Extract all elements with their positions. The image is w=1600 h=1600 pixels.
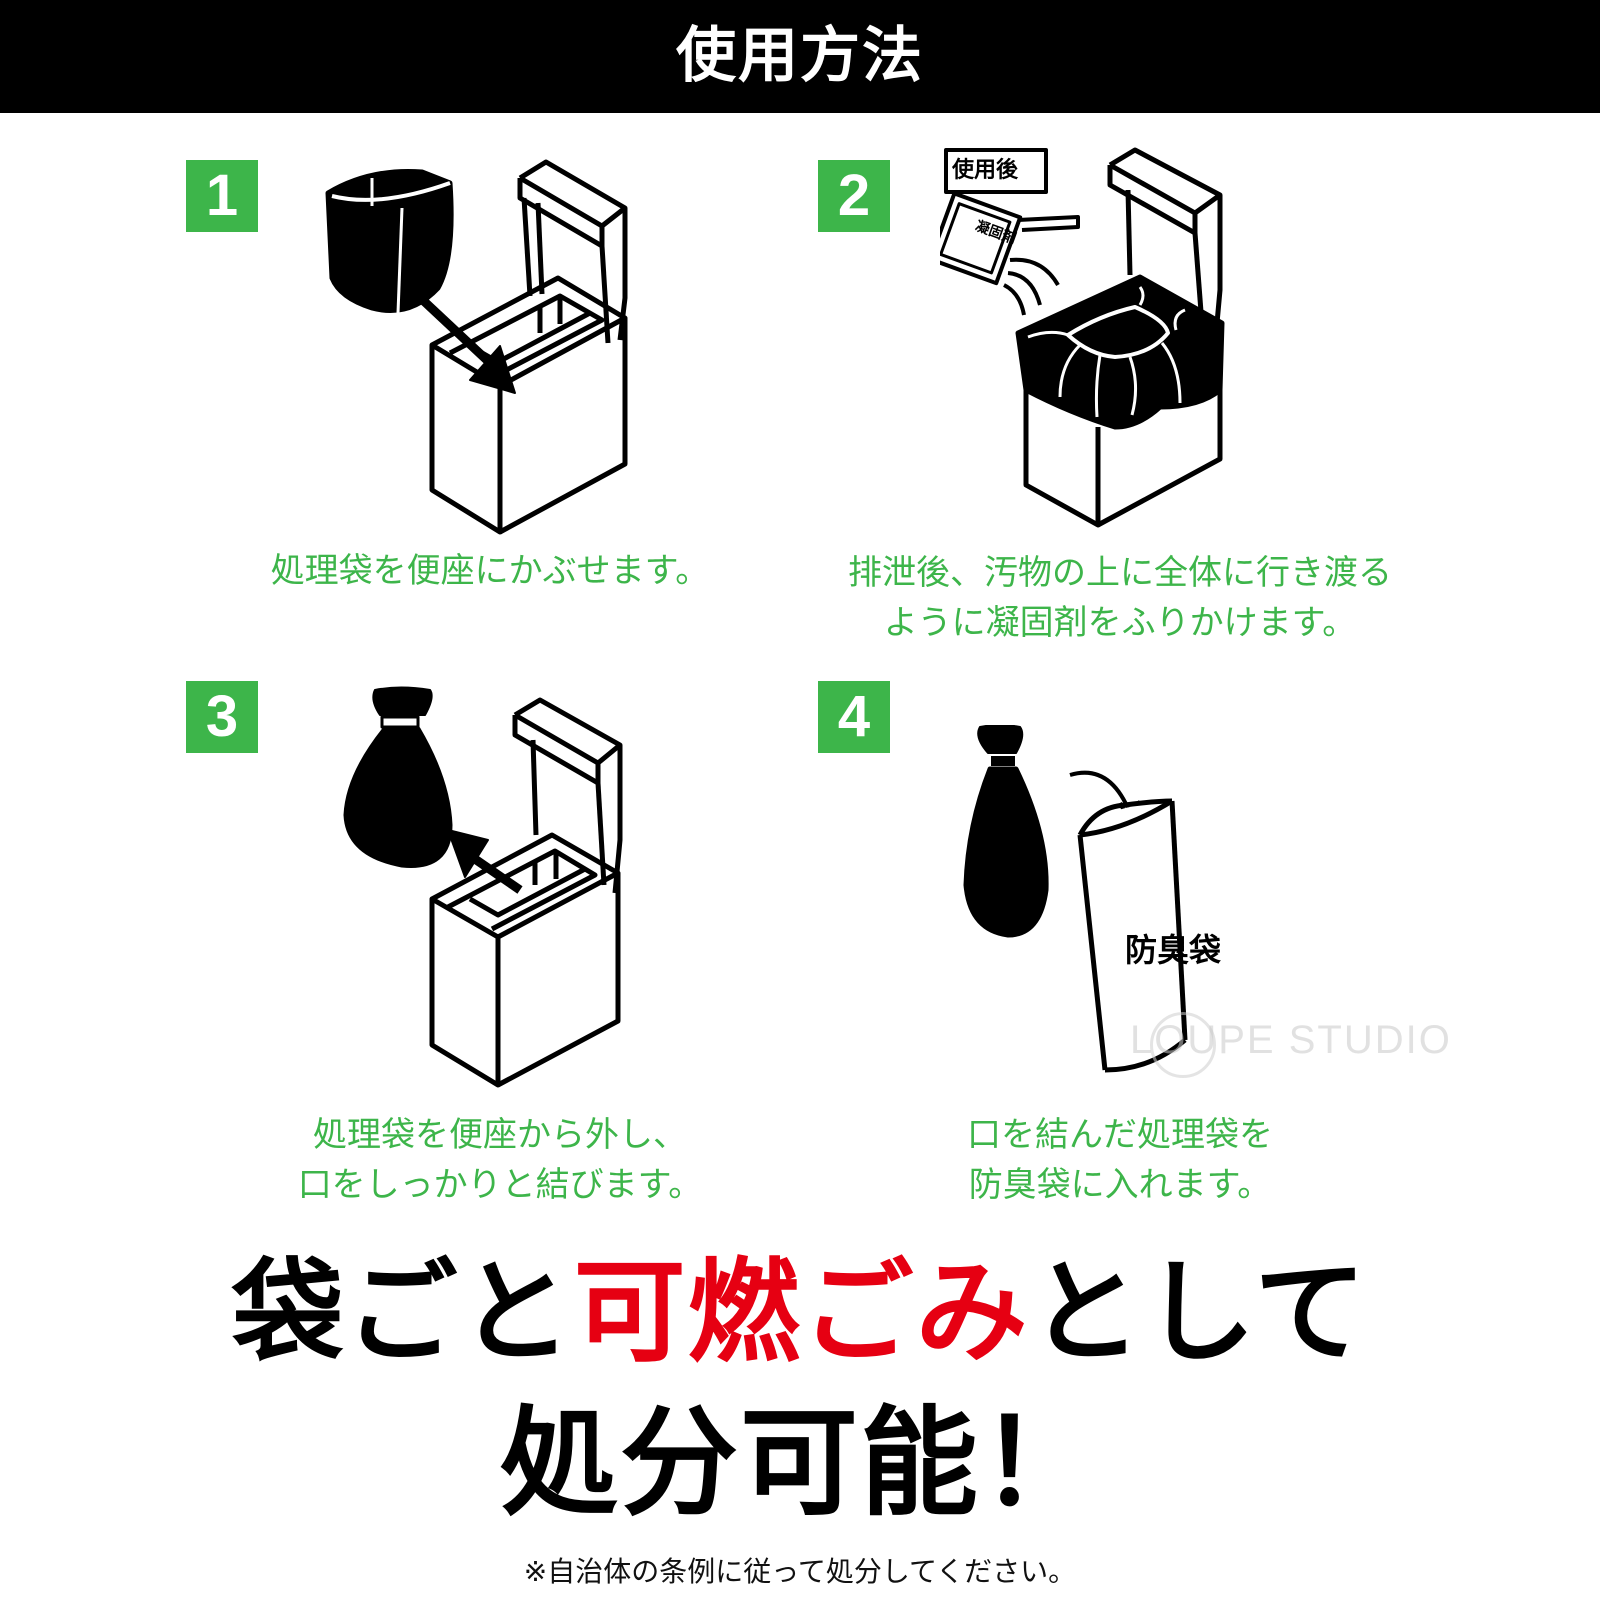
footnote: ※自治体の条例に従って処分してください。 <box>523 1555 1077 1588</box>
header-bar: 使用方法 <box>0 0 1600 113</box>
step-4-caption: 口を結んだ処理袋を 防臭袋に入れます。 <box>930 1110 1310 1210</box>
step-number: 3 <box>205 684 239 749</box>
bag-into-toilet-box-icon <box>310 148 650 548</box>
headline-segment-highlight: 可燃ごみ <box>573 1248 1030 1378</box>
remove-tied-bag-icon <box>340 685 640 1105</box>
step-2-badge: 2 <box>818 160 890 232</box>
step-2-caption: 排泄後、汚物の上に全体に行き渡る ように凝固剤をふりかけます。 <box>820 548 1420 648</box>
step-number: 1 <box>205 163 239 228</box>
headline-line-1: 袋ごと可燃ごみとして <box>0 1248 1600 1378</box>
step-1-caption: 処理袋を便座にかぶせます。 <box>250 546 730 596</box>
step-number: 2 <box>837 163 871 228</box>
watermark-ring <box>1150 1012 1216 1078</box>
step-3-badge: 3 <box>186 681 258 753</box>
step-number: 4 <box>837 684 871 749</box>
caption-line: 処理袋を便座にかぶせます。 <box>270 551 710 591</box>
deodorant-bag-label: 防臭袋 <box>1125 931 1222 969</box>
caption-line: 防臭袋に入れます。 <box>968 1165 1272 1205</box>
caption-line: ように凝固剤をふりかけます。 <box>883 603 1357 643</box>
sprinkle-coagulant-icon <box>940 145 1260 535</box>
after-use-label: 使用後 <box>952 158 1019 183</box>
step-1-badge: 1 <box>186 160 258 232</box>
watermark: LOUPE STUDIO <box>1130 1018 1452 1062</box>
caption-line: 口をしっかりと結びます。 <box>297 1165 703 1205</box>
headline-segment: 袋ごと <box>231 1248 574 1378</box>
bag-into-deodorant-bag-icon <box>960 725 1240 1085</box>
page-title: 使用方法 <box>676 21 924 91</box>
headline-line-2: 処分可能！ <box>499 1394 1100 1532</box>
caption-line: 排泄後、汚物の上に全体に行き渡る <box>848 553 1392 593</box>
headline-segment: として <box>1029 1248 1369 1378</box>
step-3-caption: 処理袋を便座から外し、 口をしっかりと結びます。 <box>270 1110 730 1210</box>
caption-line: 処理袋を便座から外し、 <box>313 1115 687 1155</box>
caption-line: 口を結んだ処理袋を <box>967 1115 1273 1155</box>
step-4-badge: 4 <box>818 681 890 753</box>
